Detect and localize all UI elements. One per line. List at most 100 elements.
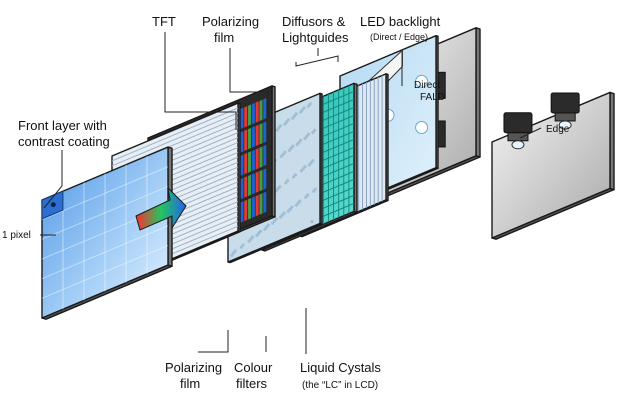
colour-filter-cell — [263, 144, 267, 167]
colour-filter-cell — [255, 148, 259, 170]
tft-speckle — [282, 211, 286, 215]
colour-filter-cell — [248, 104, 252, 126]
tft-speckle — [312, 128, 317, 133]
tft-speckle — [278, 185, 282, 189]
colour-filter-cell — [259, 123, 263, 145]
edge-led-module-1 — [503, 112, 533, 134]
colour-filter-cell — [251, 149, 255, 172]
tft-speckle — [298, 199, 302, 203]
colour-filter-cell — [255, 171, 259, 193]
label-1-pixel: 1 pixel — [2, 230, 31, 241]
colour-filter-cell — [248, 198, 252, 220]
colour-filter-cell — [263, 121, 267, 143]
tft-speckle — [311, 159, 315, 163]
label-led-backlight-sub: (Direct / Edge) — [370, 32, 428, 42]
colour-filter-cell — [251, 126, 255, 148]
tft-speckle — [285, 179, 290, 183]
polarizer-stripe — [111, 112, 239, 167]
front-grid-h — [41, 185, 169, 240]
light-spot-2 — [415, 74, 429, 88]
tft-speckle — [241, 243, 245, 247]
colour-filter-cell — [244, 199, 248, 222]
colour-filter-cell — [255, 124, 259, 147]
pixel-dot-icon — [50, 202, 56, 208]
front-layer-face — [41, 146, 169, 319]
colour-filter-cell — [240, 107, 244, 130]
tft-speckle — [293, 173, 297, 177]
light-ray-arrow-shape — [135, 186, 187, 231]
tft-speckle — [303, 165, 307, 169]
tft-speckle — [251, 235, 255, 239]
colour-filter-cell — [244, 129, 248, 151]
tft-speckle — [278, 124, 283, 128]
colour-filter-cell — [240, 201, 244, 223]
colour-filter-cell — [248, 174, 252, 197]
edge-led-base-2 — [554, 112, 576, 122]
edge-led-lens-1 — [511, 140, 525, 150]
tft-speckle — [258, 229, 263, 233]
colour-filter-cell — [240, 177, 244, 200]
colour-filter-cell — [263, 98, 267, 120]
label-polarizing-bottom-line2: film — [180, 376, 200, 391]
label-diffusors-line1: Diffusors & — [282, 14, 346, 29]
colour-filter-cell — [248, 127, 252, 150]
label-polarizing-top-line1: Polarizing — [202, 14, 259, 29]
label-front-layer-line2: contrast coating — [18, 134, 110, 149]
colour-filter-cell — [248, 151, 252, 173]
colour-filter-cell — [263, 191, 267, 214]
light-ray-arrow-icon — [135, 186, 187, 231]
label-led-backlight: LED backlight — [360, 14, 441, 29]
label-polarizing-bottom-line1: Polarizing — [165, 360, 222, 375]
colour-filter-cell — [259, 169, 263, 192]
colour-filter-cell — [255, 101, 259, 123]
leader-lines — [40, 32, 542, 354]
front-grid-h — [41, 166, 169, 221]
tft-speckle — [306, 132, 311, 136]
colour-filter-cell — [251, 173, 255, 195]
label-fald: FALD — [420, 92, 445, 103]
edge-led-base-1 — [507, 132, 529, 142]
front-grid-h — [41, 225, 169, 280]
polarizer-stripe — [111, 107, 239, 162]
label-lc-note: (the “LC” in LCD) — [302, 380, 378, 391]
tft-speckle — [294, 112, 298, 116]
tft-speckle — [266, 223, 270, 227]
label-colour-filters-line2: filters — [236, 376, 268, 391]
colour-filter-cell — [259, 146, 263, 168]
colour-filter-cell — [244, 106, 248, 128]
label-front-layer-line1: Front layer with — [18, 118, 107, 133]
tft-speckle — [299, 138, 303, 142]
edge-led-module-2 — [550, 92, 580, 114]
tft-speckle — [305, 193, 310, 197]
tft-speckle — [290, 205, 294, 209]
light-spot-3 — [415, 121, 429, 135]
tft-speckle — [302, 106, 306, 110]
edge-backlight-panel — [491, 91, 615, 240]
tft-speckle — [233, 249, 237, 253]
label-direct: Direct — [414, 80, 440, 91]
label-liquid-crystals: Liquid Cystals — [300, 360, 381, 375]
colour-filter-cell — [263, 168, 267, 190]
colour-filter-cell — [240, 154, 244, 176]
tft-speckle — [283, 150, 287, 154]
front-layer-panel — [41, 146, 173, 320]
colour-filter-cell — [259, 99, 263, 122]
colour-filter-cell — [240, 131, 244, 153]
tft-speckle — [274, 217, 278, 221]
label-tft: TFT — [152, 14, 176, 29]
label-edge: Edge — [546, 124, 570, 135]
tft-speckle — [308, 102, 312, 106]
edge-backlight-face — [491, 91, 611, 239]
tft-speckle — [310, 219, 314, 224]
edge-led-lens-2 — [558, 120, 572, 130]
tft-speckle — [291, 144, 295, 148]
front-grid-h — [41, 244, 169, 299]
colour-filter-cell — [259, 193, 263, 215]
tft-speckle — [313, 187, 318, 191]
label-colour-filters-line1: Colour — [234, 360, 273, 375]
colour-filter-cell — [244, 152, 248, 175]
colour-filter-cell — [251, 102, 255, 125]
label-diffusors-line2: Lightguides — [282, 30, 349, 45]
tft-speckle — [286, 118, 290, 122]
